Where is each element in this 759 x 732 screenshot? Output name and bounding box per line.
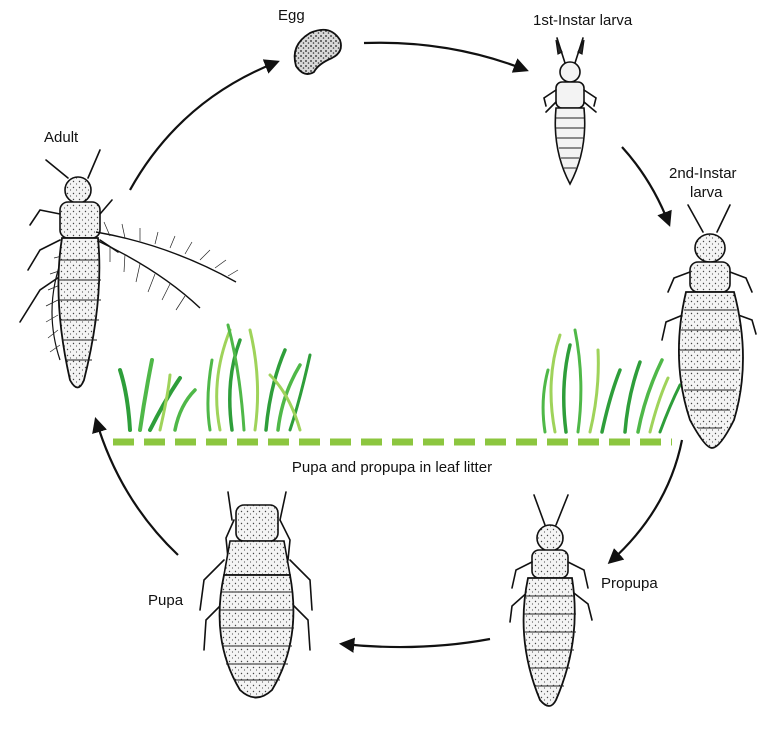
propupa-illustration <box>510 495 592 706</box>
grass-clump-left <box>120 325 310 430</box>
adult-label: Adult <box>44 129 79 146</box>
pupa-label: Pupa <box>148 592 184 609</box>
grass-clump-right <box>543 330 680 432</box>
second-instar-larva-label-line1: 2nd-Instar <box>669 165 737 182</box>
first-instar-larva-label: 1st-Instar larva <box>533 12 633 29</box>
pupa-illustration <box>200 492 312 698</box>
second-instar-larva-illustration <box>662 205 756 448</box>
arrow-pupa-to-adult <box>96 420 178 555</box>
adult-illustration <box>20 150 238 388</box>
egg-label: Egg <box>278 7 305 24</box>
egg-illustration <box>295 30 341 74</box>
cycle-arrows <box>96 43 682 647</box>
second-instar-larva-label-line2: larva <box>690 184 723 201</box>
arrow-adult-to-egg <box>130 62 277 190</box>
arrow-egg-to-instar1 <box>364 43 526 70</box>
arrow-instar1-to-instar2 <box>622 147 669 224</box>
arrow-propupa-to-pupa <box>342 639 490 647</box>
first-instar-larva-illustration <box>544 38 596 184</box>
arrow-instar2-to-propupa <box>610 440 682 562</box>
leaf-litter-label: Pupa and propupa in leaf litter <box>292 459 492 476</box>
propupa-label: Propupa <box>601 575 658 592</box>
